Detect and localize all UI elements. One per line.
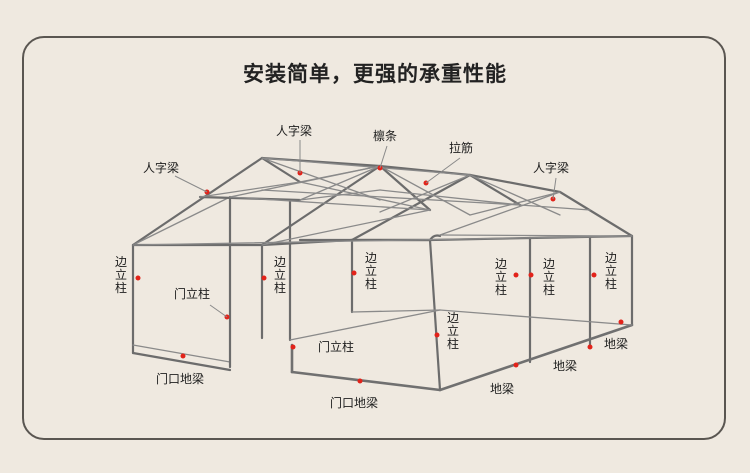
label-men-kou-di-liang-1: 门口地梁 [156, 372, 205, 386]
marker-dot [357, 378, 363, 384]
label-di-liang-3: 地梁 [604, 337, 629, 351]
label-ren-zi-liang-right: 人字梁 [533, 161, 570, 175]
marker-dot [290, 344, 296, 350]
label-bian-li-zhu-6: 边立柱 [542, 257, 555, 297]
label-bian-li-zhu-4: 边立柱 [446, 311, 459, 351]
marker-dot [180, 353, 186, 359]
label-di-liang-2: 地梁 [553, 359, 578, 373]
leader-lines [174, 140, 557, 318]
label-lin-tiao: 檩条 [373, 129, 398, 143]
card-frame [22, 36, 726, 440]
marker-dot [587, 344, 593, 350]
marker-dot [513, 272, 519, 278]
label-ren-zi-liang-left: 人字梁 [143, 161, 180, 175]
label-bian-li-zhu-1: 边立柱 [114, 255, 127, 295]
label-ren-zi-liang-top: 人字梁 [276, 124, 313, 138]
label-la-jin: 拉筋 [449, 141, 474, 155]
tent-frame [131, 156, 634, 392]
label-bian-li-zhu-5: 边立柱 [494, 257, 507, 297]
marker-dot [135, 275, 141, 281]
marker-dot [591, 272, 597, 278]
label-men-li-zhu-2: 门立柱 [318, 340, 355, 354]
label-bian-li-zhu-3: 边立柱 [364, 251, 377, 291]
label-bian-li-zhu-2: 边立柱 [273, 255, 286, 295]
label-men-kou-di-liang-2: 门口地梁 [330, 396, 379, 410]
page-title: 安装简单，更强的承重性能 [243, 62, 507, 86]
label-bian-li-zhu-7: 边立柱 [604, 251, 617, 291]
marker-dot [618, 319, 624, 325]
marker-dot [351, 270, 357, 276]
marker-dot [261, 275, 267, 281]
marker-dot [434, 332, 440, 338]
label-men-li-zhu-1: 门立柱 [174, 287, 211, 301]
label-di-liang-1: 地梁 [490, 382, 515, 396]
marker-dot [513, 362, 519, 368]
marker-dot [528, 272, 534, 278]
